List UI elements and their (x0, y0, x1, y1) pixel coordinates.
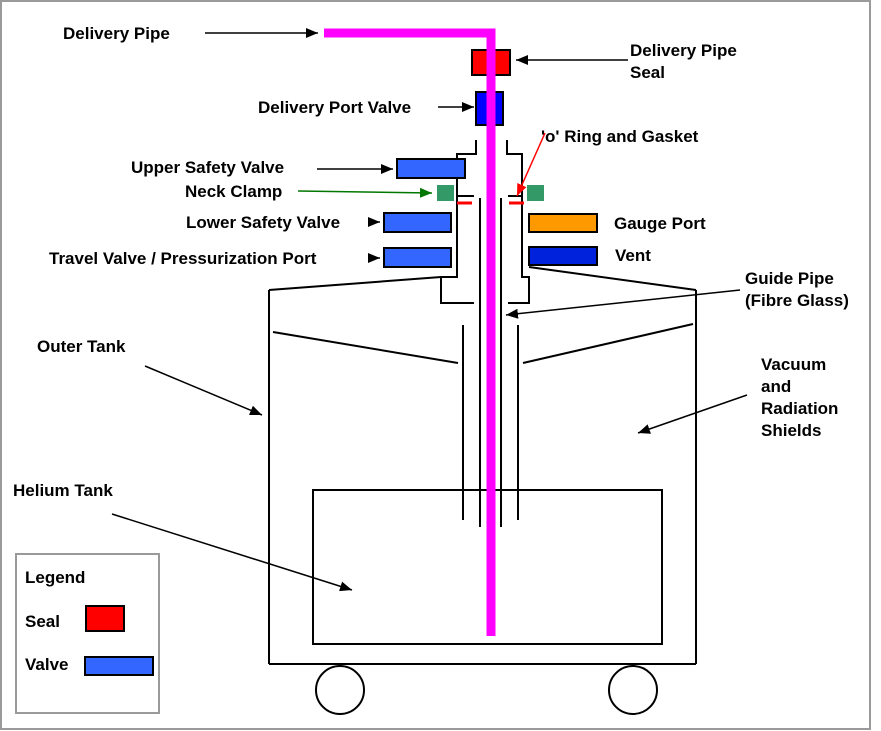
legend-title: Legend (25, 568, 85, 587)
label-guide-pipe-line2: (Fibre Glass) (745, 291, 849, 310)
label-guide-pipe-line1: Guide Pipe (745, 269, 834, 288)
neck-clamp-left (437, 185, 454, 201)
neck-clamp-right (527, 185, 544, 201)
right-wheel (608, 665, 658, 715)
label-delivery-pipe-seal-line2: Seal (630, 63, 665, 82)
label-gauge-port: Gauge Port (614, 214, 706, 233)
legend-valve-swatch (84, 656, 154, 676)
arrow-vacuum (637, 394, 748, 434)
arrow-guide-pipe (505, 289, 741, 319)
label-delivery-pipe: Delivery Pipe (63, 24, 170, 43)
left-wheel (315, 665, 365, 715)
upper-safety-valve (396, 158, 466, 179)
label-o-ring-gasket: 'o' Ring and Gasket (541, 127, 699, 146)
arrow-o-ring (516, 132, 546, 197)
outer-tank (268, 266, 697, 665)
label-upper-safety-valve: Upper Safety Valve (131, 158, 284, 177)
pointer-arrows (111, 28, 748, 592)
arrow-outer-tank (144, 365, 263, 416)
label-helium-tank: Helium Tank (13, 481, 113, 500)
travel-valve (383, 247, 452, 268)
legend-valve-label: Valve (25, 655, 69, 674)
label-vacuum-line1: Vacuum (761, 355, 826, 374)
label-outer-tank: Outer Tank (37, 337, 126, 356)
legend-seal-label: Seal (25, 612, 60, 631)
radiation-shields (272, 323, 694, 364)
neck-tube (462, 198, 519, 527)
legend-seal-swatch (85, 605, 125, 632)
vent (528, 246, 598, 266)
lower-safety-valve (383, 212, 452, 233)
neck-housing (440, 140, 530, 304)
gauge-port (528, 213, 598, 233)
legend: Legend Seal Valve (15, 553, 160, 714)
label-travel-valve: Travel Valve / Pressurization Port (49, 249, 317, 268)
label-delivery-pipe-seal-line1: Delivery Pipe (630, 41, 737, 60)
label-delivery-port-valve: Delivery Port Valve (258, 98, 411, 117)
label-vacuum-line2: and (761, 377, 791, 396)
label-lower-safety-valve: Lower Safety Valve (186, 213, 340, 232)
label-vacuum-line3: Radiation (761, 399, 838, 418)
arrow-neck-clamp (297, 187, 433, 198)
legend-box (15, 553, 160, 714)
label-neck-clamp: Neck Clamp (185, 182, 282, 201)
label-vent: Vent (615, 246, 651, 265)
delivery-pipe (324, 28, 496, 636)
label-vacuum-line4: Shields (761, 421, 821, 440)
arrow-helium-tank (111, 513, 353, 592)
